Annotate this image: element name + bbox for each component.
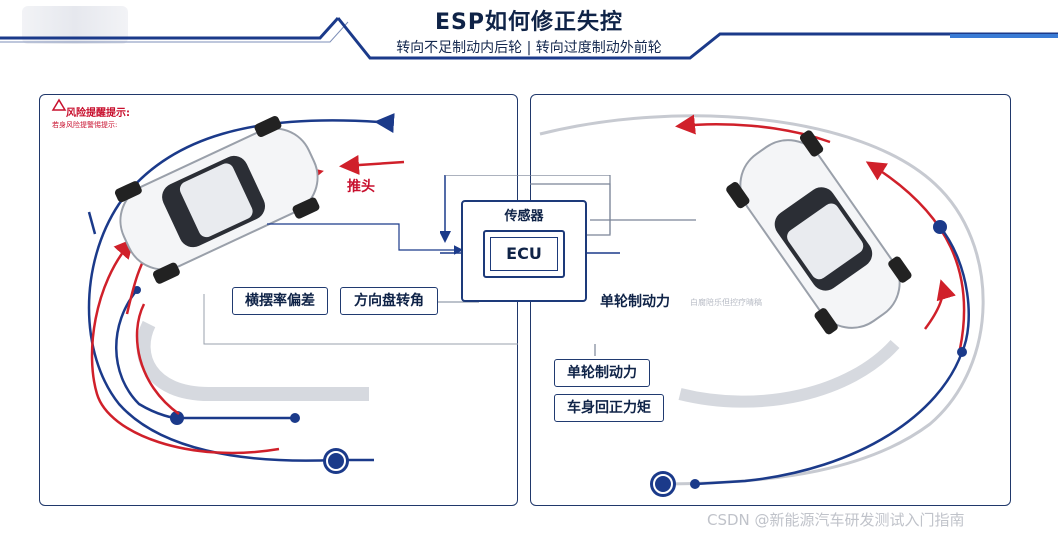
navy-node-right-mid xyxy=(957,347,967,357)
watermark: CSDN @新能源汽车研发测试入门指南 xyxy=(707,511,965,529)
warning-title: 风险提醒提示: xyxy=(66,108,130,119)
red-path-outer xyxy=(90,238,280,455)
navy-node-right-top xyxy=(933,220,947,234)
warning-subtitle: 若身风险提警惕提示: xyxy=(52,121,118,129)
single-wheel-brake-text: 单轮制动力 xyxy=(600,294,670,310)
push-arrow xyxy=(339,155,405,175)
red-path-inner xyxy=(135,303,180,416)
page-title: ESP如何修正失控 xyxy=(435,10,623,35)
navy-node-right-end xyxy=(690,479,700,489)
car-left xyxy=(114,115,320,284)
road-path-left xyxy=(136,320,369,401)
gray-path-outer xyxy=(539,114,985,486)
push-head-label: 推头 xyxy=(347,179,375,195)
page-subtitle: 转向不足制动内后轮 | 转向过度制动外前轮 xyxy=(396,40,662,56)
red-path-right xyxy=(865,161,966,350)
understeer-diagram xyxy=(51,98,518,474)
single-wheel-brake-box: 单轮制动力 xyxy=(554,359,650,387)
sensor-label: 传感器 xyxy=(504,209,544,224)
warning-icon xyxy=(51,98,67,111)
navy-node xyxy=(170,411,184,425)
car-right xyxy=(726,130,912,335)
steering-angle-box: 方向盘转角 xyxy=(340,287,438,315)
navy-node-start xyxy=(133,286,141,294)
restoring-moment-box: 车身回正力矩 xyxy=(554,394,664,422)
faded-note: 白腐陪乐但控疗晴稿 xyxy=(690,298,762,307)
ecu-label: ECU xyxy=(490,237,558,271)
sensor-box xyxy=(461,200,587,302)
navy-path-right xyxy=(694,226,970,486)
navy-node-small xyxy=(290,413,300,423)
yaw-rate-deviation-box: 横摆率偏差 xyxy=(232,287,328,315)
header-banner xyxy=(0,16,1058,60)
oversteer-diagram xyxy=(530,114,985,497)
road-path-right xyxy=(678,339,900,408)
